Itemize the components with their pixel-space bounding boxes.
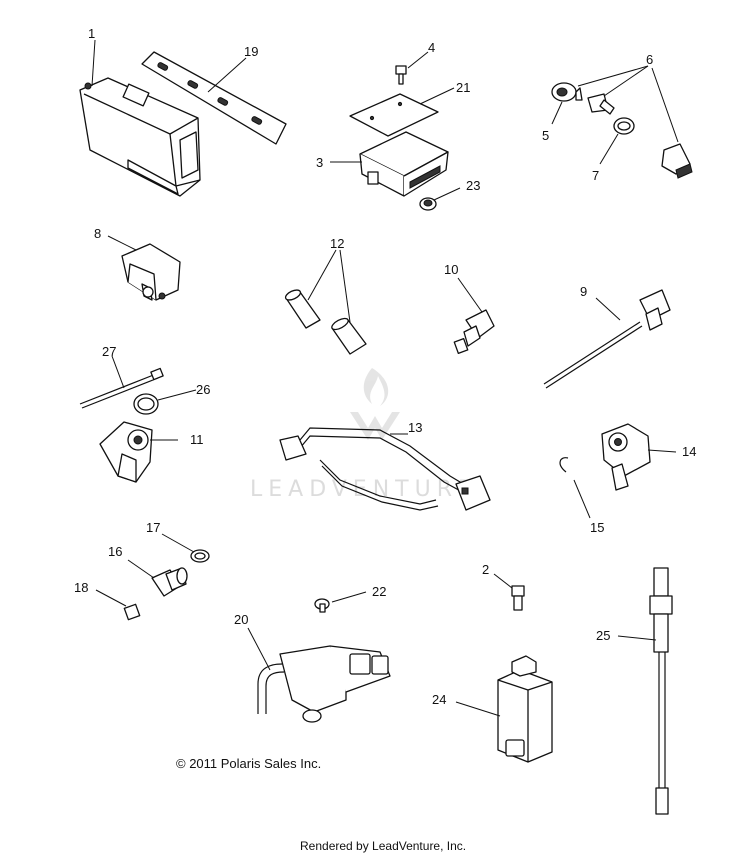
callout-12: 12 — [330, 236, 344, 251]
callout-21: 21 — [456, 80, 470, 95]
callout-9: 9 — [580, 284, 587, 299]
callout-22: 22 — [372, 584, 386, 599]
part-25-o2-sensor — [617, 567, 673, 815]
part-3-relay-box — [330, 131, 449, 197]
part-23-grommet — [419, 187, 461, 211]
copyright-text: © 2011 Polaris Sales Inc. — [176, 756, 321, 771]
part-9-probe-sensor — [543, 289, 671, 389]
part-24-relay-module — [455, 655, 553, 763]
callout-13: 13 — [408, 420, 422, 435]
part-17-washer — [161, 533, 210, 563]
callout-26: 26 — [196, 382, 210, 397]
footer-text: Rendered by LeadVenture, Inc. — [300, 839, 466, 853]
part-21-cover — [349, 87, 455, 137]
part-10-temp-sensor — [453, 277, 495, 354]
callout-25: 25 — [596, 628, 610, 643]
part-18-bolt — [95, 589, 141, 621]
callout-16: 16 — [108, 544, 122, 559]
callout-4: 4 — [428, 40, 435, 55]
part-1-ecu — [79, 39, 201, 197]
part-12-connectors — [284, 249, 367, 355]
part-27-cable-tie — [79, 355, 164, 409]
callout-19: 19 — [244, 44, 258, 59]
callout-7: 7 — [592, 168, 599, 183]
callout-10: 10 — [444, 262, 458, 277]
callout-11: 11 — [190, 432, 204, 447]
part-20-valve-assembly — [247, 627, 391, 723]
callout-18: 18 — [74, 580, 88, 595]
part-19-bracket — [141, 51, 287, 145]
part-8-map-sensor — [107, 235, 181, 301]
part-2-bolt — [493, 573, 525, 611]
callout-15: 15 — [590, 520, 604, 535]
callout-5: 5 — [542, 128, 549, 143]
callout-2: 2 — [482, 562, 489, 577]
part-13-harness — [279, 427, 491, 511]
part-7-washer — [599, 117, 635, 165]
part-4-screw — [395, 51, 429, 85]
callout-23: 23 — [466, 178, 480, 193]
callout-14: 14 — [682, 444, 696, 459]
callout-24: 24 — [432, 692, 446, 707]
part-14-knock-sensor — [601, 423, 677, 491]
callout-27: 27 — [102, 344, 116, 359]
part-6-sensor-set — [551, 65, 693, 179]
callout-3: 3 — [316, 155, 323, 170]
callout-6: 6 — [646, 52, 653, 67]
callout-1: 1 — [88, 26, 95, 41]
watermark-logo: LEADVENTURE — [250, 368, 478, 502]
watermark-text: LEADVENTURE — [250, 477, 478, 502]
part-22-screw — [314, 591, 367, 613]
part-16-sensor — [127, 559, 188, 597]
callout-20: 20 — [234, 612, 248, 627]
part-26-o-ring — [133, 389, 197, 415]
part-15-clip — [559, 457, 591, 519]
part-11-tps-sensor — [99, 421, 178, 483]
callout-8: 8 — [94, 226, 101, 241]
callout-17: 17 — [146, 520, 160, 535]
